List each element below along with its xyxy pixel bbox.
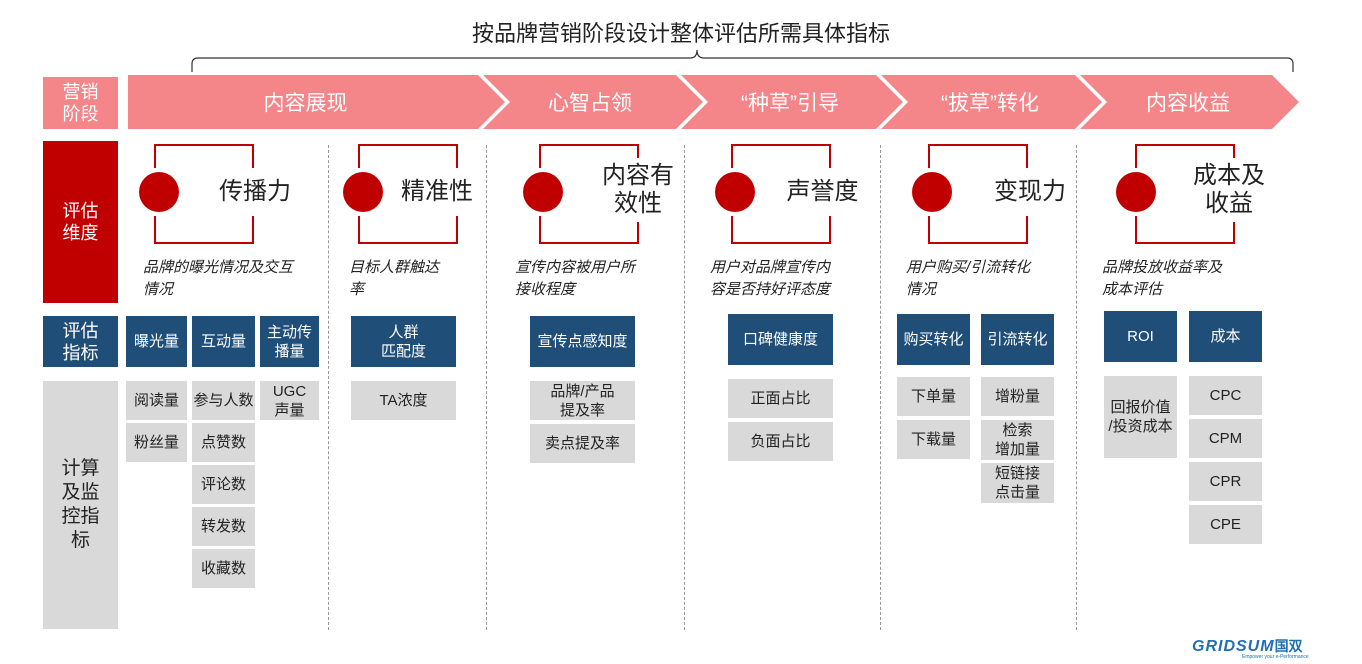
metric-short-link: 短链接 点击量: [981, 463, 1054, 503]
metric-orders: 下单量: [897, 377, 970, 416]
metric-fans: 粉丝量: [126, 423, 187, 462]
metric-participants: 参与人数: [192, 381, 255, 420]
column-divider: [328, 145, 329, 630]
dimension-dot: [139, 172, 179, 212]
dimension-cost-revenue-desc: 品牌投放收益率及 成本评估: [1102, 259, 1223, 298]
logo-brand: GRIDSUM: [1192, 638, 1275, 655]
metric-follower-growth: 增粉量: [981, 377, 1054, 416]
metric-negative: 负面占比: [728, 422, 833, 461]
dimension-spread-desc: 品牌的曝光情况及交互 情况: [143, 259, 294, 298]
indicator-active-spread: 主动传 播量: [260, 316, 319, 367]
dimension-dot: [523, 172, 563, 212]
dimension-monetization-desc: 用户购买/引流转化 情况: [906, 259, 1031, 298]
logo-cn: 国双: [1274, 638, 1303, 654]
dimension-precision: 精准性: [392, 168, 482, 216]
metric-favorites: 收藏数: [192, 549, 255, 588]
dimension-effectiveness: 内容有 效性: [596, 158, 680, 222]
row-label-metrics: 计算 及监 控指 标: [43, 381, 118, 629]
metric-reads: 阅读量: [126, 381, 187, 420]
dimension-dot: [1116, 172, 1156, 212]
dimension-effectiveness-desc: 宣传内容被用户所 接收程度: [515, 259, 636, 298]
indicator-roi: ROI: [1104, 311, 1177, 362]
dimension-spread: 传播力: [200, 168, 310, 216]
indicator-purchase-conversion: 购买转化: [897, 314, 970, 365]
metric-return-invest: 回报价值 /投资成本: [1104, 376, 1177, 458]
title-bracket: [191, 49, 1294, 72]
metric-ugc: UGC 声量: [260, 381, 319, 420]
metric-positive: 正面占比: [728, 379, 833, 418]
dimension-monetization: 变现力: [985, 168, 1075, 216]
stage-content-revenue: 内容收益: [1146, 92, 1230, 115]
indicator-awareness: 宣传点感知度: [530, 316, 635, 367]
stage-arrows: [128, 75, 1299, 129]
logo-tagline: Empower your e-Performance: [1242, 654, 1309, 660]
row-label-stage: 营销 阶段: [43, 77, 118, 129]
metric-likes: 点赞数: [192, 423, 255, 462]
dimension-cost-revenue: 成本及 收益: [1183, 158, 1275, 222]
metric-cpc: CPC: [1189, 376, 1262, 415]
metric-comments: 评论数: [192, 465, 255, 504]
indicator-exposure: 曝光量: [126, 316, 187, 367]
stage-mind-occupation: 心智占领: [548, 92, 632, 115]
metric-downloads: 下载量: [897, 420, 970, 459]
metric-cpe: CPE: [1189, 505, 1262, 544]
row-label-indicator: 评估 指标: [43, 316, 118, 367]
page-title: 按品牌营销阶段设计整体评估所需具体指标: [471, 21, 890, 46]
metric-shares: 转发数: [192, 507, 255, 546]
indicator-traffic-conversion: 引流转化: [981, 314, 1054, 365]
row-label-dimension: 评估 维度: [43, 141, 118, 303]
dimension-precision-desc: 目标人群触达 率: [349, 259, 440, 298]
column-divider: [486, 145, 487, 630]
dimension-reputation-desc: 用户对品牌宣传内 容是否持好评态度: [710, 259, 831, 298]
dimension-dot: [343, 172, 383, 212]
indicator-interaction: 互动量: [192, 316, 255, 367]
indicator-cost: 成本: [1189, 311, 1262, 362]
metric-cpr: CPR: [1189, 462, 1262, 501]
indicator-reputation: 口碑健康度: [728, 314, 833, 365]
column-divider: [1076, 145, 1077, 630]
stage-content-display: 内容展现: [263, 92, 348, 115]
indicator-audience-match: 人群 匹配度: [351, 316, 456, 367]
column-divider: [880, 145, 881, 630]
metric-selling-point: 卖点提及率: [530, 424, 635, 463]
dimension-dot: [715, 172, 755, 212]
dimension-dot: [912, 172, 952, 212]
column-divider: [684, 145, 685, 630]
metric-cpm: CPM: [1189, 419, 1262, 458]
metric-brand-mention: 品牌/产品 提及率: [530, 381, 635, 420]
metric-ta-density: TA浓度: [351, 381, 456, 420]
stage-conversion: “拔草”转化: [941, 92, 1039, 115]
dimension-reputation: 声誉度: [775, 168, 870, 216]
gridsum-logo: GRIDSUM国双 Empower your e-Performance: [1192, 636, 1352, 662]
stage-seeding: “种草”引导: [741, 92, 839, 115]
metric-search-growth: 检索 增加量: [981, 420, 1054, 460]
